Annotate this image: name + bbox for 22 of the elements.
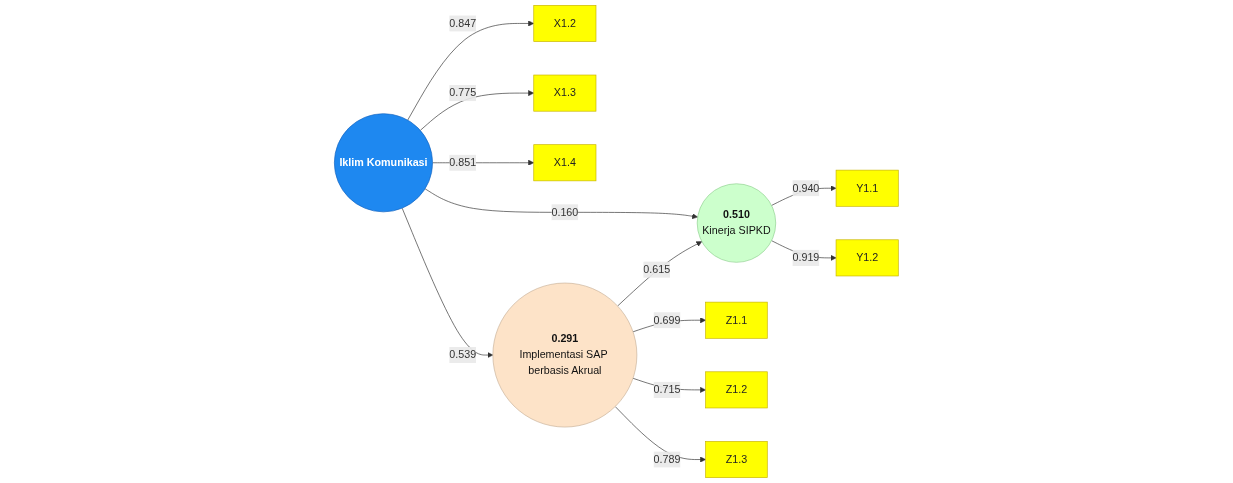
edge-label: 0.789 xyxy=(653,453,681,465)
node-box: X1.3 xyxy=(533,74,597,112)
edge-label: 0.539 xyxy=(449,349,477,361)
node-box: Z1.1 xyxy=(705,301,768,339)
node-box: Y1.2 xyxy=(835,239,899,277)
edge-label: 0.615 xyxy=(643,263,671,275)
edge-label: 0.847 xyxy=(449,17,477,29)
node-box: Z1.3 xyxy=(705,441,768,478)
node-box: X1.4 xyxy=(533,144,597,182)
node-circle: 0.510 Kinerja SIPKD xyxy=(697,183,777,263)
edge-label: 0.715 xyxy=(653,383,681,396)
edge-label: 0.940 xyxy=(792,182,820,194)
edge-label: 0.699 xyxy=(653,314,681,326)
node-box: Z1.2 xyxy=(705,371,768,409)
edge-label: 0.775 xyxy=(449,87,477,99)
edge-label: 0.160 xyxy=(551,206,579,218)
node-box: X1.2 xyxy=(533,5,597,42)
node-box: Y1.1 xyxy=(835,169,899,207)
node-circle: 0.291 Implementasi SAP berbasis Akrual xyxy=(492,282,638,428)
node-circle: Iklim Komunikasi xyxy=(334,113,434,213)
edge-label: 0.851 xyxy=(449,156,477,169)
edge-label: 0.919 xyxy=(792,251,820,264)
